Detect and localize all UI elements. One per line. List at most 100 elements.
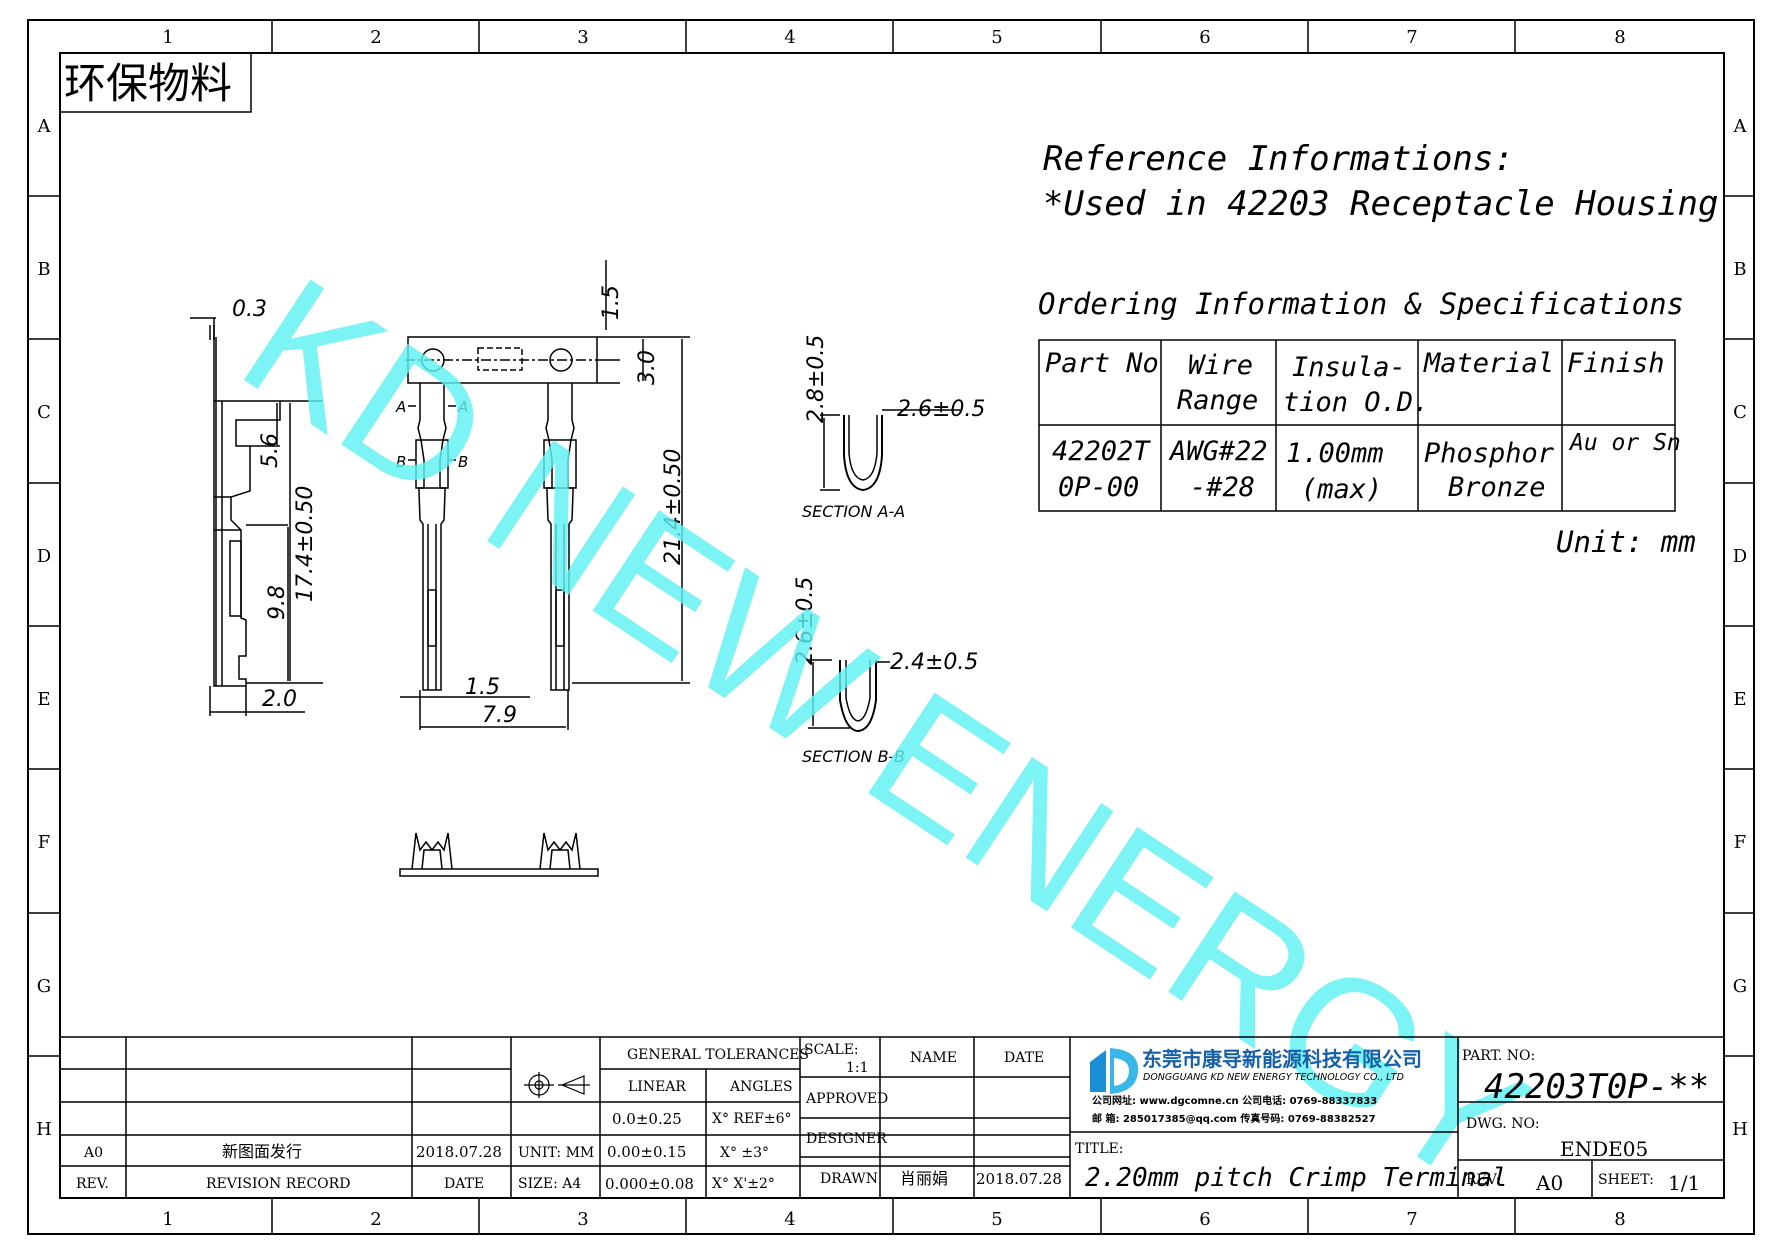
- section-bb-label: SECTION B-B: [802, 747, 905, 766]
- cut-label-b1: B: [396, 453, 406, 471]
- section-b-b: [808, 659, 890, 733]
- projection-symbol: [524, 1072, 590, 1098]
- row-label: A: [37, 116, 52, 137]
- name-header: NAME: [910, 1050, 957, 1066]
- header-insulation: Insula-: [1292, 352, 1406, 383]
- dim-17-4: 17.4±0.50: [293, 486, 318, 602]
- dim-2-4: 2.4±0.5: [890, 650, 978, 675]
- scale-value: 1:1: [846, 1060, 869, 1076]
- dim-2-6a: 2.6±0.5: [897, 397, 985, 422]
- cut-label-a2: A: [457, 398, 468, 416]
- col-label: 2: [370, 1209, 381, 1230]
- rev-row-rev: A0: [83, 1145, 103, 1161]
- row-label: D: [1733, 546, 1747, 567]
- header-finish: Finish: [1567, 348, 1665, 379]
- angles-label: ANGLES: [729, 1079, 793, 1095]
- tol-1: 0.0±0.25: [612, 1110, 682, 1128]
- contact-line-1: 公司网址: www.dgcomne.cn 公司电话: 0769-88337833: [1092, 1094, 1377, 1107]
- row-label: E: [37, 689, 50, 710]
- dim-9-8: 9.8: [265, 585, 290, 620]
- front-view: [400, 260, 690, 730]
- row-label: C: [37, 402, 51, 423]
- section-a-a: [820, 409, 960, 492]
- row-label: H: [1732, 1119, 1748, 1140]
- ordering-title: Ordering Information & Specifications: [1038, 287, 1684, 321]
- tol-2: 0.00±0.15: [607, 1143, 686, 1161]
- approved-label: APPROVED: [805, 1091, 888, 1107]
- cell-od-2: (max): [1301, 474, 1382, 505]
- row-label: B: [1733, 259, 1746, 280]
- rev-row-date: 2018.07.28: [416, 1143, 502, 1161]
- ang-2: X° ±3°: [720, 1145, 769, 1161]
- company-name-en: DONGGUANG KD NEW ENERGY TECHNOLOGY CO., …: [1143, 1072, 1404, 1083]
- col-label: 5: [991, 27, 1002, 48]
- rev-row-record: 新图面发行: [222, 1142, 302, 1161]
- dim-2-6b: 2.6±0.5: [793, 577, 818, 665]
- designer-label: DESIGNER: [806, 1131, 887, 1147]
- title-label: TITLE:: [1075, 1141, 1123, 1157]
- spec-table: [1038, 339, 1676, 512]
- cell-material-2: Bronze: [1448, 472, 1546, 503]
- col-label: 4: [784, 27, 795, 48]
- date-header: DATE: [1004, 1050, 1044, 1066]
- cell-part-no-1: 42202T: [1052, 436, 1151, 467]
- tol-3: 0.000±0.08: [605, 1175, 694, 1193]
- hdr-rev: REV.: [76, 1176, 109, 1192]
- cell-od-1: 1.00mm: [1286, 438, 1384, 469]
- general-tolerances: GENERAL TOLERANCES: [627, 1047, 809, 1063]
- row-label: G: [1733, 976, 1747, 997]
- side-view: [190, 317, 323, 716]
- dim-1-5-top: 1.5: [599, 285, 624, 320]
- reference-line-1: Reference Informations:: [1043, 139, 1514, 179]
- cell-awg-1: AWG#22: [1168, 436, 1268, 467]
- contact-line-2: 邮 箱: 285017385@qq.com 传真号码: 0769-8838252…: [1092, 1112, 1376, 1125]
- company-name-cn: 东莞市康导新能源科技有限公司: [1142, 1047, 1422, 1071]
- ang-3: X° X'±2°: [712, 1176, 775, 1192]
- part-no-label: PART. NO:: [1462, 1048, 1535, 1064]
- dwg-no-label: DWG. NO:: [1466, 1116, 1540, 1132]
- col-label: 2: [370, 27, 381, 48]
- header-range: Range: [1177, 385, 1258, 416]
- size-label: SIZE: A4: [518, 1176, 581, 1192]
- col-label: 5: [991, 1209, 1002, 1230]
- dim-5-6: 5.6: [258, 433, 283, 468]
- dim-21-4: 21.4±0.50: [661, 449, 686, 565]
- row-label: A: [1733, 116, 1748, 137]
- sheet-value: 1/1: [1668, 1171, 1700, 1195]
- row-label: B: [37, 259, 50, 280]
- unit-note: Unit: mm: [1556, 525, 1696, 559]
- zone-dividers: [28, 20, 1754, 1234]
- row-label: F: [38, 832, 51, 853]
- cut-label-b2: B: [458, 453, 468, 471]
- col-label: 7: [1406, 27, 1417, 48]
- dim-2-8: 2.8±0.5: [804, 335, 829, 423]
- rev-value: A0: [1535, 1171, 1563, 1195]
- col-label: 6: [1199, 1209, 1210, 1230]
- col-label: 6: [1199, 27, 1210, 48]
- col-label: 4: [784, 1209, 795, 1230]
- col-label: 1: [162, 27, 173, 48]
- col-label: 3: [577, 27, 588, 48]
- linear-label: LINEAR: [628, 1079, 686, 1095]
- row-label: D: [37, 546, 51, 567]
- outer-border: [27, 19, 1755, 1235]
- row-label: C: [1733, 402, 1747, 423]
- col-label: 8: [1614, 27, 1625, 48]
- dim-2-0: 2.0: [262, 687, 297, 712]
- hdr-record: REVISION RECORD: [206, 1176, 350, 1192]
- hdr-date: DATE: [444, 1176, 484, 1192]
- drawn-date: 2018.07.28: [976, 1170, 1062, 1188]
- company-logo: [1090, 1048, 1139, 1094]
- end-view: [399, 832, 599, 877]
- row-label: G: [37, 976, 51, 997]
- dim-1-5-bot: 1.5: [465, 675, 500, 700]
- cell-finish: Au or Sn: [1568, 430, 1681, 456]
- cut-label-a1: A: [395, 398, 406, 416]
- col-label: 1: [162, 1209, 173, 1230]
- row-label: H: [36, 1119, 52, 1140]
- eco-label: 环保物料: [64, 59, 232, 108]
- scale-label: SCALE:: [804, 1042, 859, 1058]
- ang-1: X° REF±6°: [712, 1111, 792, 1127]
- part-no-value: 42203T0P-**: [1484, 1067, 1709, 1107]
